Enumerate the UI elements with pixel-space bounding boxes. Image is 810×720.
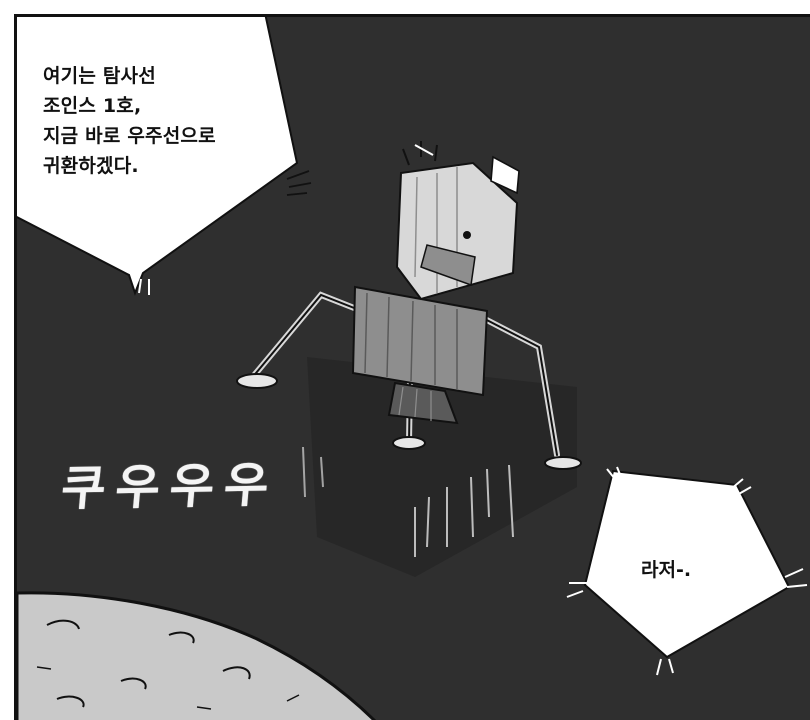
comic-panel: 여기는 탐사선 조인스 1호, 지금 바로 우주선으로 귀환하겠다. 라저-. … [14,14,810,720]
sound-effect: 쿠우우우 [58,457,281,517]
speech-line-2: 조인스 1호, [43,95,142,117]
speech-balloon-main [17,17,312,296]
speech-balloon-reply [566,466,808,676]
space-scene [17,17,808,720]
speech-balloon-main-text: 여기는 탐사선 조인스 1호, 지금 바로 우주선으로 귀환하겠다. [43,61,216,181]
lunar-lander-icon [236,141,582,577]
moon-surface-icon [17,591,377,720]
speech-line-1: 여기는 탐사선 [43,65,156,87]
speech-line-4: 귀환하겠다. [43,155,139,177]
speech-balloon-reply-text: 라저-. [641,559,692,581]
speech-line-3: 지금 바로 우주선으로 [43,125,216,147]
